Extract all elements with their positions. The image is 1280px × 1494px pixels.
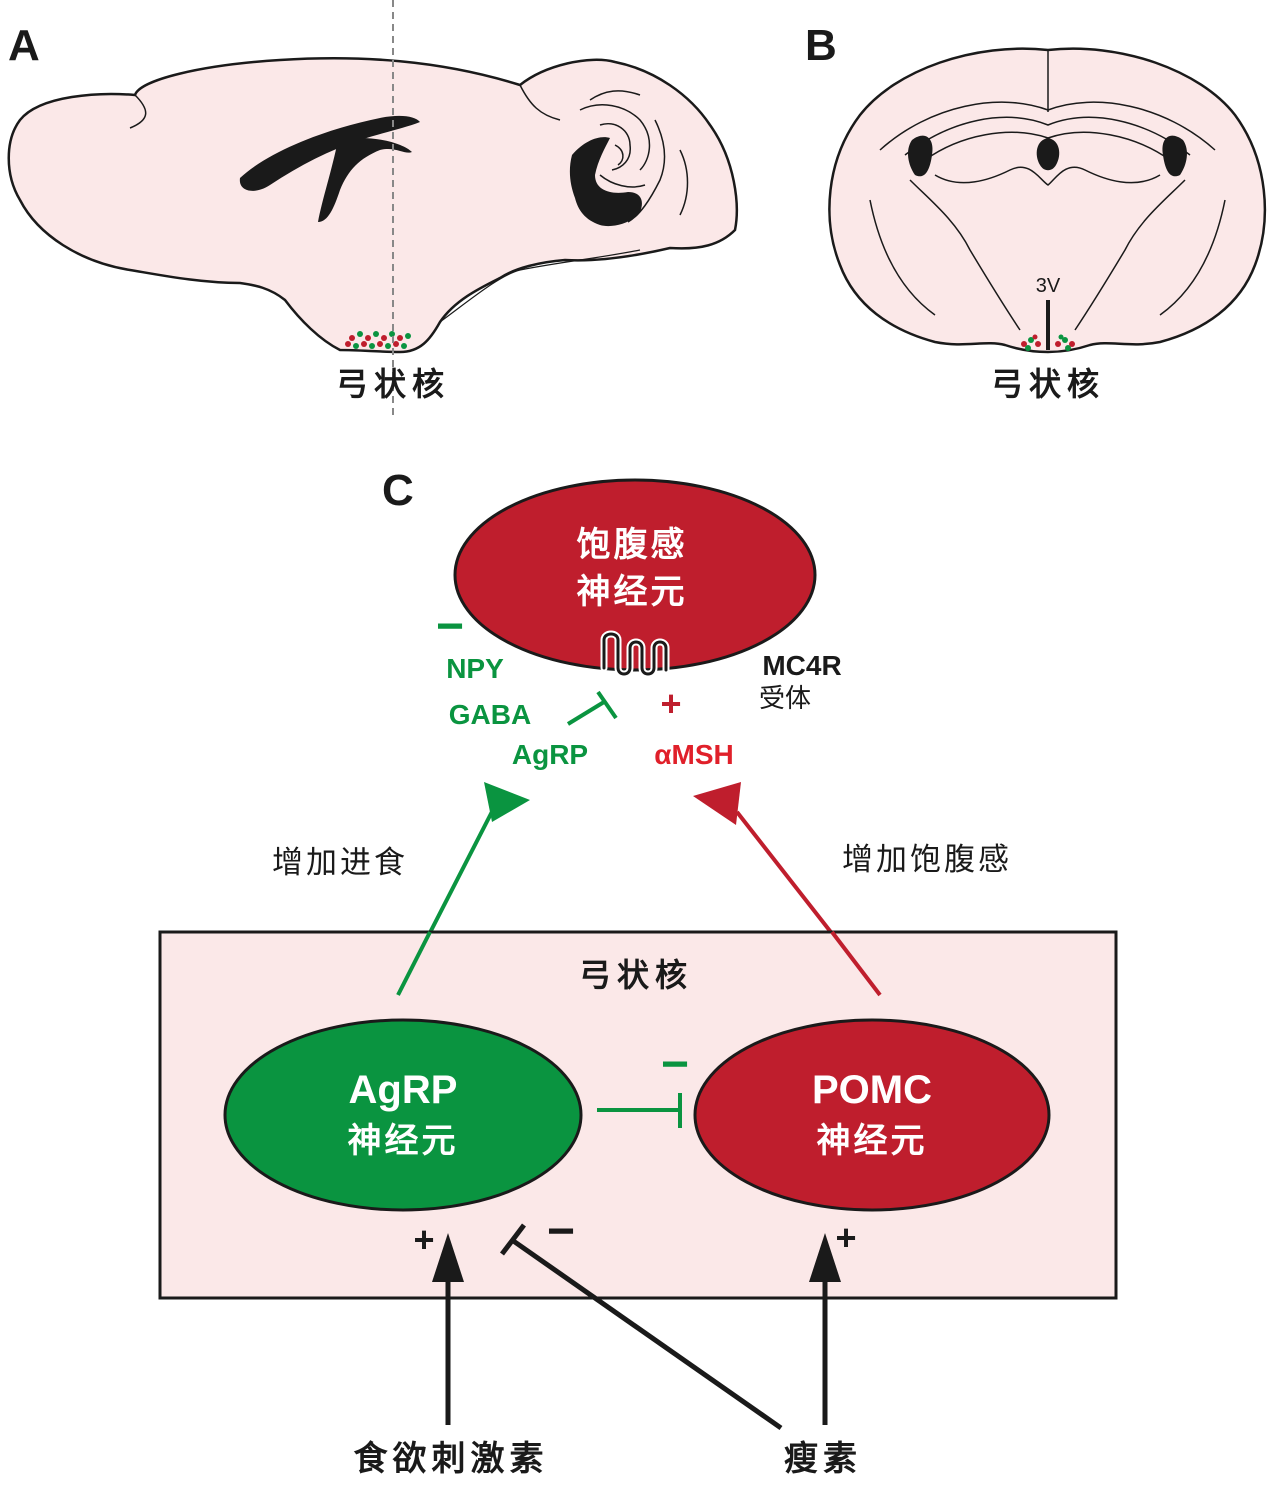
ghrelin-label: 食欲刺激素 <box>354 1439 549 1479</box>
coronal-brain-section <box>828 47 1267 354</box>
agrp-terminal-arrow <box>484 782 530 822</box>
inhibit-sign-top: − <box>436 600 464 653</box>
leptin-label: 瘦素 <box>784 1439 862 1479</box>
leptin-arrowhead <box>809 1233 841 1282</box>
agrp-neuron-line1: AgRP <box>349 1068 458 1112</box>
agrp-projection-line-inside <box>396 931 432 996</box>
agrp-inhibit-line <box>566 700 606 726</box>
excite-sign-top: + <box>660 683 681 724</box>
pomc-neuron-line2: 神经元 <box>817 1121 928 1161</box>
panel-c-label: C <box>382 466 414 515</box>
leptin-minus-sign: − <box>547 1205 575 1258</box>
arcuate-dots-coronal <box>1021 334 1075 351</box>
satiety-neuron <box>453 478 817 672</box>
arcuate-label-a: 弓状核 <box>336 365 450 403</box>
arcuate-box-label: 弓状核 <box>579 956 693 994</box>
amsh-label: αMSH <box>654 739 733 770</box>
satiety-neuron-line1: 饱腹感 <box>577 525 688 565</box>
arcuate-label-b: 弓状核 <box>991 365 1105 403</box>
leptin-inhibit-line <box>510 1237 783 1431</box>
increase-satiety-label: 增加饱腹感 <box>842 842 1012 878</box>
leptin-inhibit-bar <box>500 1223 526 1256</box>
pomc-terminal-arrow <box>693 782 741 825</box>
panel-b-label: B <box>805 21 837 70</box>
pomc-neuron-line1: POMC <box>812 1068 932 1112</box>
increase-feeding-label: 增加进食 <box>272 845 408 881</box>
npy-label: NPY <box>446 653 504 684</box>
agrp-peptide-label: AgRP <box>512 739 588 770</box>
arcuate-dots-sagittal <box>345 331 411 349</box>
receptor-label: 受体 <box>759 684 811 714</box>
mc4r-receptor-icon <box>602 632 668 676</box>
agrp-neuron <box>223 1018 583 1212</box>
panel-a-label: A <box>8 21 40 70</box>
pomc-neuron <box>693 1018 1051 1212</box>
pomc-projection-line-inside <box>830 930 882 997</box>
ghrelin-arrowhead <box>432 1233 464 1282</box>
gaba-label: GABA <box>449 699 531 730</box>
ghrelin-plus-sign: + <box>413 1219 434 1260</box>
agrp-neuron-line2: 神经元 <box>348 1121 459 1161</box>
leptin-plus-sign: + <box>835 1217 856 1258</box>
agrp-inhibit-bar <box>596 690 618 720</box>
satiety-neuron-line2: 神经元 <box>577 572 688 612</box>
inhibit-sign-mid: − <box>661 1038 689 1091</box>
third-ventricle-label: 3V <box>1036 275 1061 297</box>
mc4r-label: MC4R <box>762 650 841 681</box>
sagittal-brain-section <box>7 0 738 415</box>
